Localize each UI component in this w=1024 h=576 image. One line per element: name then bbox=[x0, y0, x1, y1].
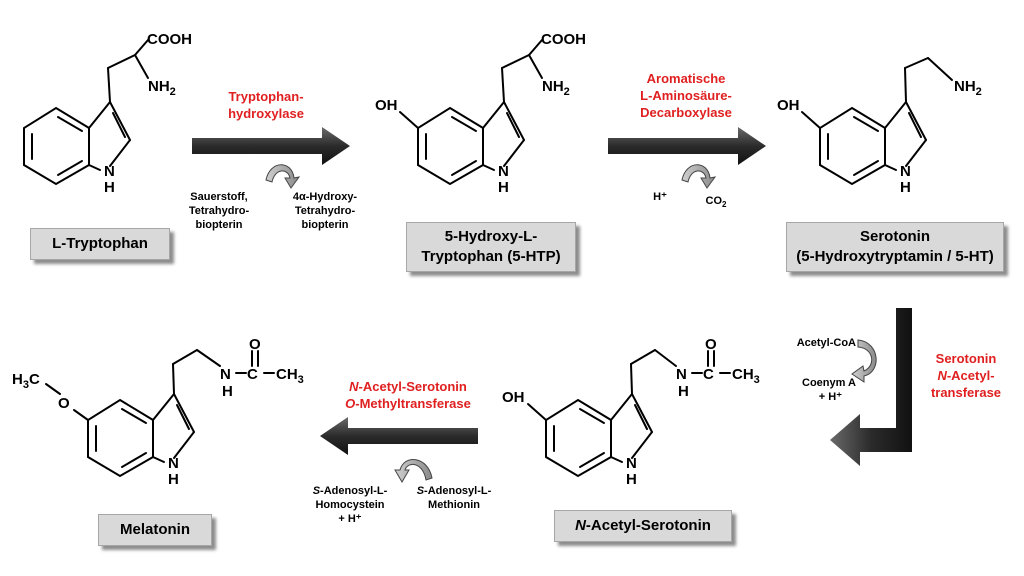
cofactor-aanat-input: Acetyl-CoA bbox=[772, 336, 856, 350]
nh2-label: NH2 bbox=[542, 78, 570, 98]
cofactor-line: Tetrahydro- bbox=[294, 205, 356, 217]
indole-h-label: H bbox=[168, 471, 179, 488]
enzyme-label-asmt: N-Acetyl-Serotonin O-Methyltransferase bbox=[328, 378, 488, 412]
nh2-label: NH2 bbox=[148, 78, 176, 98]
enzyme-line: O-Methyltransferase bbox=[345, 396, 471, 411]
enzyme-line: N-Acetyl-Serotonin bbox=[349, 379, 467, 394]
melatonin-structure: N H C O CH3 O H3C N H bbox=[12, 336, 304, 488]
indole-n-label: N bbox=[498, 163, 509, 180]
cofactor-aadc-output: CO2 bbox=[696, 194, 736, 212]
enzyme-line: Tryptophan- bbox=[228, 89, 304, 104]
carbonyl-c-label: C bbox=[247, 366, 258, 383]
indole-n-label: N bbox=[168, 455, 179, 472]
tryptophan-structure: COOH NH2 N H bbox=[23, 31, 192, 196]
cofactor-curve-arrow-2 bbox=[681, 164, 717, 189]
subscript: 2 bbox=[722, 200, 727, 210]
amide-h-label: H bbox=[222, 383, 233, 400]
cofactor-line: CO bbox=[705, 195, 723, 207]
enzyme-line: hydroxylase bbox=[228, 106, 304, 121]
ether-o-label: O bbox=[58, 395, 70, 412]
cofactor-curve-arrow-3 bbox=[851, 339, 877, 383]
compound-name-line2: (5-Hydroxytryptamin / 5-HT) bbox=[796, 248, 994, 265]
enzyme-line: Decarboxylase bbox=[640, 105, 732, 120]
indole-h-label: H bbox=[900, 179, 911, 196]
cofactor-line: Acetyl-CoA bbox=[796, 337, 856, 349]
enzyme-line: Serotonin bbox=[935, 351, 997, 366]
carbonyl-o-label: O bbox=[705, 336, 717, 353]
compound-name-line2: Tryptophan (5-HTP) bbox=[421, 248, 561, 265]
reaction-arrow-2 bbox=[608, 127, 766, 165]
cofactor-asmt-output: S-Adenosyl-L- Homocystein + H⁺ bbox=[300, 484, 400, 526]
compound-label-tryptophan: L-Tryptophan bbox=[30, 228, 170, 260]
indole-n-label: N bbox=[104, 163, 115, 180]
acetylserotonin-structure: N H C O CH3 OH N H bbox=[502, 336, 760, 488]
cofactor-aadc-input: H⁺ bbox=[650, 190, 670, 204]
enzyme-line: L-Aminosäure- bbox=[640, 88, 732, 103]
compound-label-melatonin: Melatonin bbox=[98, 514, 212, 546]
enzyme-line: Aromatische bbox=[646, 71, 726, 86]
indole-n-label: N bbox=[900, 163, 911, 180]
compound-name: Melatonin bbox=[120, 521, 190, 538]
compound-name-line1: 5-Hydroxy-L- bbox=[444, 228, 538, 245]
cofactor-line: biopterin bbox=[195, 219, 243, 231]
compound-name: L-Tryptophan bbox=[52, 235, 148, 252]
amide-n-label: N bbox=[220, 366, 231, 383]
compound-label-acetylserotonin: N-Acetyl-Serotonin bbox=[554, 510, 732, 542]
reaction-arrow-4 bbox=[320, 417, 478, 455]
oh-label: OH bbox=[777, 97, 800, 114]
cofactor-line: Methionin bbox=[428, 499, 480, 511]
compound-label-serotonin: Serotonin (5-Hydroxytryptamin / 5-HT) bbox=[786, 222, 1004, 272]
enzyme-line: N-Acetyl- bbox=[937, 368, 995, 383]
cofactor-tph-input: Sauerstoff, Tetrahydro- biopterin bbox=[176, 190, 262, 232]
cofactor-line: 4α-Hydroxy- bbox=[292, 191, 358, 203]
cofactor-curve-arrow-1 bbox=[265, 164, 301, 189]
enzyme-label-aadc: Aromatische L-Aminosäure- Decarboxylase bbox=[616, 70, 756, 121]
reaction-arrow-1 bbox=[192, 127, 350, 165]
amide-h-label: H bbox=[678, 383, 689, 400]
cofactor-curve-arrow-4 bbox=[394, 459, 433, 483]
cofactor-aanat-output: Coenym A + H⁺ bbox=[784, 376, 856, 404]
cofactor-line: S-Adenosyl-L- bbox=[416, 485, 492, 497]
enzyme-label-tph: Tryptophan- hydroxylase bbox=[206, 88, 326, 122]
enzyme-label-aanat: Serotonin N-Acetyl- transferase bbox=[918, 350, 1014, 401]
cofactor-line: biopterin bbox=[301, 219, 349, 231]
cofactor-asmt-input: S-Adenosyl-L- Methionin bbox=[404, 484, 504, 512]
indole-h-label: H bbox=[104, 179, 115, 196]
reaction-arrow-3 bbox=[830, 308, 912, 466]
cofactor-line: Homocystein bbox=[315, 499, 385, 511]
cofactor-line: + H⁺ bbox=[338, 513, 362, 525]
cofactor-line: H⁺ bbox=[653, 191, 667, 203]
indole-h-label: H bbox=[498, 179, 509, 196]
cooh-label: COOH bbox=[147, 31, 192, 48]
compound-name: N-Acetyl-Serotonin bbox=[575, 517, 711, 534]
indole-n-label: N bbox=[626, 455, 637, 472]
oh-label: OH bbox=[502, 389, 525, 406]
enzyme-line: transferase bbox=[930, 385, 1002, 400]
serotonin-structure: NH2 OH N H bbox=[777, 57, 982, 196]
cofactor-tph-output: 4α-Hydroxy- Tetrahydro- biopterin bbox=[280, 190, 370, 232]
cooh-label: COOH bbox=[541, 31, 586, 48]
indole-h-label: H bbox=[626, 471, 637, 488]
cofactor-line: Tetrahydro- bbox=[188, 205, 250, 217]
methyl-label: CH3 bbox=[732, 366, 760, 386]
carbonyl-c-label: C bbox=[703, 366, 714, 383]
compound-label-htp: 5-Hydroxy-L- Tryptophan (5-HTP) bbox=[406, 222, 576, 272]
cofactor-line: Sauerstoff, bbox=[190, 191, 248, 203]
methyl-label: CH3 bbox=[276, 366, 304, 386]
compound-name-line1: Serotonin bbox=[860, 228, 930, 245]
amide-n-label: N bbox=[676, 366, 687, 383]
carbonyl-o-label: O bbox=[249, 336, 261, 353]
methoxy-label: H3C bbox=[12, 371, 40, 391]
htp-structure: COOH NH2 OH N H bbox=[375, 31, 586, 196]
oh-label: OH bbox=[375, 97, 398, 114]
cofactor-line: + H⁺ bbox=[818, 391, 842, 403]
nh2-label: NH2 bbox=[954, 78, 982, 98]
cofactor-line: Coenym A bbox=[802, 377, 856, 389]
cofactor-line: S-Adenosyl-L- bbox=[312, 485, 388, 497]
